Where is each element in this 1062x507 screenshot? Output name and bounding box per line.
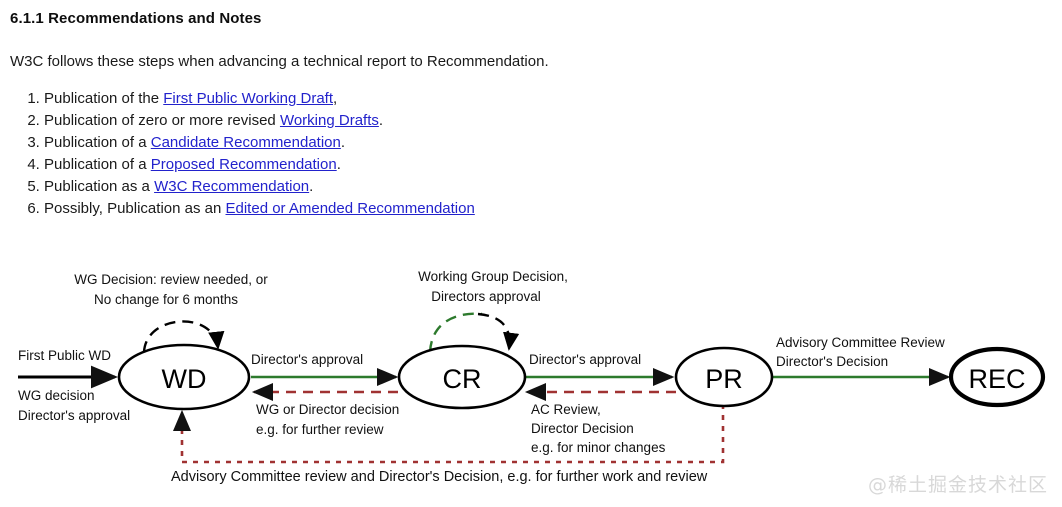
link-edited-or-amended-recommendation[interactable]: Edited or Amended Recommendation — [225, 200, 475, 217]
step-suffix: , — [333, 90, 338, 107]
wd-loop-label-line1: WG Decision: review needed, or — [74, 272, 268, 287]
list-item: Possibly, Publication as an Edited or Am… — [44, 198, 1062, 220]
step-suffix: . — [336, 156, 341, 173]
cr-to-wd-label-line2: e.g. for further review — [256, 422, 384, 437]
page-title: 6.1.1 Recommendations and Notes — [10, 10, 262, 27]
wd-to-cr-label: Director's approval — [251, 352, 363, 367]
node-pr[interactable]: PR — [674, 346, 774, 408]
step-prefix: Publication as a — [44, 178, 155, 195]
entry-label-line1: First Public WD — [18, 348, 111, 363]
steps-list: Publication of the First Public Working … — [10, 88, 1062, 220]
node-cr[interactable]: CR — [397, 344, 527, 410]
intro-paragraph: W3C follows these steps when advancing a… — [10, 53, 549, 70]
step-suffix: . — [340, 134, 346, 151]
link-working-drafts[interactable]: Working Drafts — [279, 112, 379, 129]
entry-label-line3: Director's approval — [18, 408, 130, 423]
wd-loop-label-line2: No change for 6 months — [94, 292, 238, 307]
step-prefix: Publication of the — [44, 90, 164, 107]
step-suffix: . — [378, 112, 384, 129]
node-pr-label: PR — [705, 364, 743, 394]
cr-self-loop-edge-green — [428, 312, 483, 353]
node-wd-label: WD — [162, 364, 207, 394]
list-item: Publication of a Proposed Recommendation… — [44, 154, 1062, 176]
pr-to-rec-label-line1: Advisory Committee Review — [776, 335, 945, 350]
document-section: 6.1.1 Recommendations and Notes W3C foll… — [0, 0, 1062, 220]
bottom-caption: Advisory Committee review and Director's… — [171, 469, 708, 485]
cr-to-wd-label-line1: WG or Director decision — [256, 402, 399, 417]
pr-to-cr-label-line1: AC Review, — [531, 402, 601, 417]
wd-self-loop-edge — [142, 320, 225, 353]
entry-label-line2: WG decision — [18, 388, 95, 403]
list-item: Publication of a Candidate Recommendatio… — [44, 132, 1062, 154]
link-proposed-recommendation[interactable]: Proposed Recommendation — [150, 156, 337, 173]
link-first-public-working-draft[interactable]: First Public Working Draft — [163, 90, 334, 107]
recommendation-track-diagram: WG Decision: review needed, or No change… — [0, 252, 1062, 507]
list-item: Publication of zero or more revised Work… — [44, 110, 1062, 132]
watermark: @稀土掘金技术社区 — [867, 474, 1048, 496]
cr-loop-label-line1: Working Group Decision, — [418, 269, 568, 284]
node-wd[interactable]: WD — [117, 343, 251, 411]
step-suffix: . — [309, 178, 314, 195]
step-prefix: Publication of zero or more revised — [44, 112, 280, 129]
node-rec[interactable]: REC — [948, 346, 1046, 408]
step-prefix: Publication of a — [44, 134, 151, 151]
step-prefix: Publication of a — [44, 156, 151, 173]
cr-loop-label-line2: Directors approval — [431, 289, 541, 304]
list-item: Publication as a W3C Recommendation. — [44, 176, 1062, 198]
pr-to-cr-label-line3: e.g. for minor changes — [531, 440, 666, 455]
list-item: Publication of the First Public Working … — [44, 88, 1062, 110]
link-candidate-recommendation[interactable]: Candidate Recommendation — [150, 134, 341, 151]
node-rec-label: REC — [968, 364, 1025, 394]
pr-to-rec-label-line2: Director's Decision — [776, 354, 888, 369]
step-prefix: Possibly, Publication as an — [44, 200, 226, 217]
link-w3c-recommendation[interactable]: W3C Recommendation — [154, 178, 310, 195]
cr-to-pr-label: Director's approval — [529, 352, 641, 367]
node-cr-label: CR — [443, 364, 482, 394]
cr-self-loop-edge-black — [477, 312, 520, 351]
pr-to-cr-label-line2: Director Decision — [531, 421, 634, 436]
